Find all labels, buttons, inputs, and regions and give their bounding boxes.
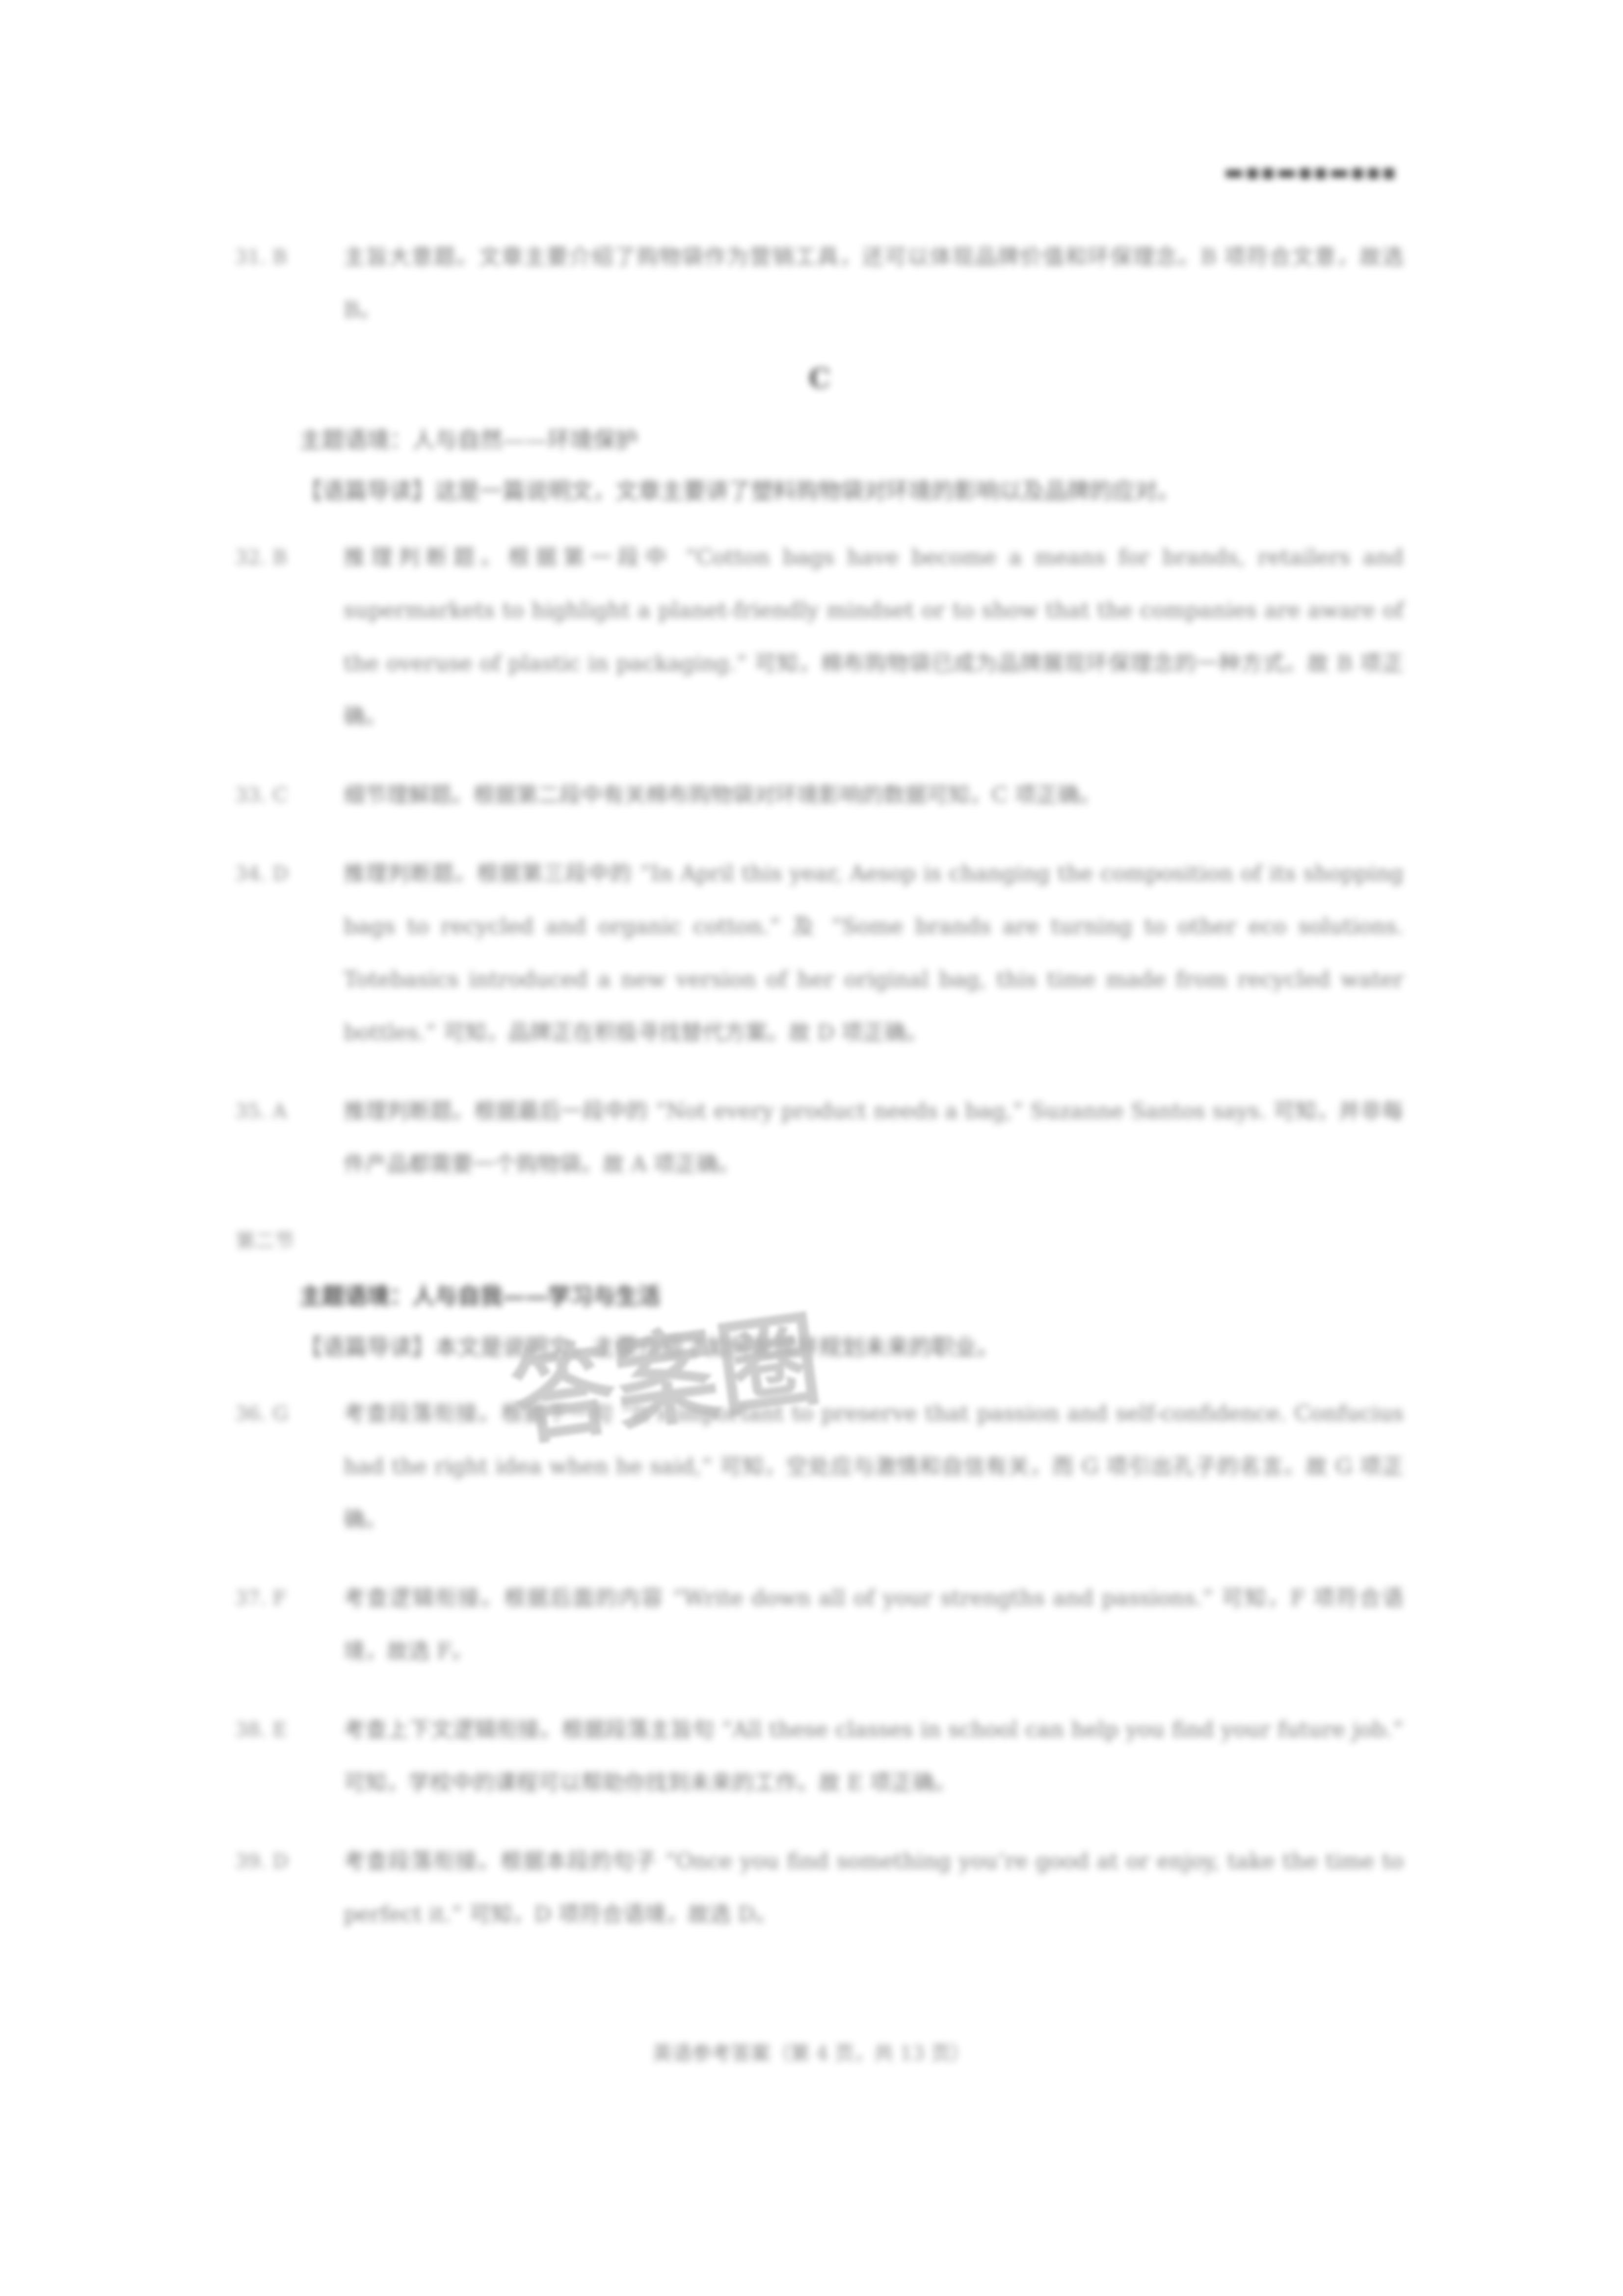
answer-explanation: 细节理解题。根据第二段中有关棉布购物袋对环境影响的数据可知，C 项正确。	[344, 783, 1101, 808]
answer-item: 31. B 主旨大意题。文章主要介绍了购物袋作为营销工具，还可以体现品牌价值和环…	[235, 231, 1404, 337]
answer-item: 37. F 考查逻辑衔接。根据后面的内容 “Write down all of …	[235, 1572, 1404, 1678]
answer-content: 31. B 主旨大意题。文章主要介绍了购物袋作为营销工具，还可以体现品牌价值和环…	[235, 231, 1404, 1967]
answer-item: 33. C 细节理解题。根据第二段中有关棉布购物袋对环境影响的数据可知，C 项正…	[235, 769, 1404, 822]
header-code: ▬▪▪▬▪▪▬▪▪▪	[1224, 160, 1397, 185]
answer-item: 32. B 推理判断题。根据第一段中 “Cotton bags have bec…	[235, 531, 1404, 743]
section-label: 第二节	[236, 1230, 294, 1252]
answer-explanation: 推理判断题。根据最后一段中的 “Not every product needs …	[344, 1099, 1404, 1177]
section-heading: C	[808, 362, 831, 395]
answer-explanation: 推理判断题。根据第三段中的 “In April this year, Aesop…	[344, 861, 1404, 1045]
question-number: 37. F	[235, 1587, 287, 1610]
passage-topic: 主题语境：人与自我——学习与生活	[299, 1283, 661, 1309]
question-number: 35. A	[235, 1100, 287, 1123]
answer-explanation: 推理判断题。根据第一段中 “Cotton bags have become a …	[344, 545, 1404, 729]
answer-item: 38. E 考查上下文逻辑衔接。根据段落主旨句 “All these class…	[235, 1703, 1404, 1810]
passage-topic: 主题语境：人与自然——环境保护	[299, 427, 638, 453]
question-number: 31. B	[235, 246, 287, 269]
answer-item: 36. G 考查段落衔接。根据下一句 “It’s important to pr…	[235, 1387, 1404, 1546]
answer-explanation: 主旨大意题。文章主要介绍了购物袋作为营销工具，还可以体现品牌价值和环保理念。B …	[344, 244, 1404, 323]
question-number: 39. D	[235, 1850, 289, 1873]
passage-intro: 【语篇导读】本文是说明文，主要介绍了如何发现并规划未来的职业。	[299, 1334, 999, 1360]
answer-item: 39. D 考查段落衔接。根据本段的句子 “Once you find some…	[235, 1835, 1404, 1941]
question-number: 32. B	[235, 546, 287, 569]
answer-explanation: 考查上下文逻辑衔接。根据段落主旨句 “All these classes in …	[344, 1717, 1404, 1795]
passage-intro: 【语篇导读】这是一篇说明文，文章主要讲了塑料购物袋对环境的影响以及品牌的应对。	[299, 478, 1180, 504]
answer-explanation: 考查段落衔接。根据下一句 “It’s important to preserve…	[344, 1401, 1404, 1532]
question-number: 33. C	[235, 784, 288, 807]
question-number: 34. D	[235, 863, 289, 885]
page-footer: 英语参考答案（第 4 页，共 13 页）	[652, 2042, 971, 2065]
answer-item: 34. D 推理判断题。根据第三段中的 “In April this year,…	[235, 847, 1404, 1059]
answer-explanation: 考查段落衔接。根据本段的句子 “Once you find something …	[344, 1849, 1404, 1927]
question-number: 36. G	[235, 1403, 289, 1425]
question-number: 38. E	[235, 1719, 287, 1741]
answer-item: 35. A 推理判断题。根据最后一段中的 “Not every product …	[235, 1085, 1404, 1191]
answer-explanation: 考查逻辑衔接。根据后面的内容 “Write down all of your s…	[344, 1586, 1404, 1664]
